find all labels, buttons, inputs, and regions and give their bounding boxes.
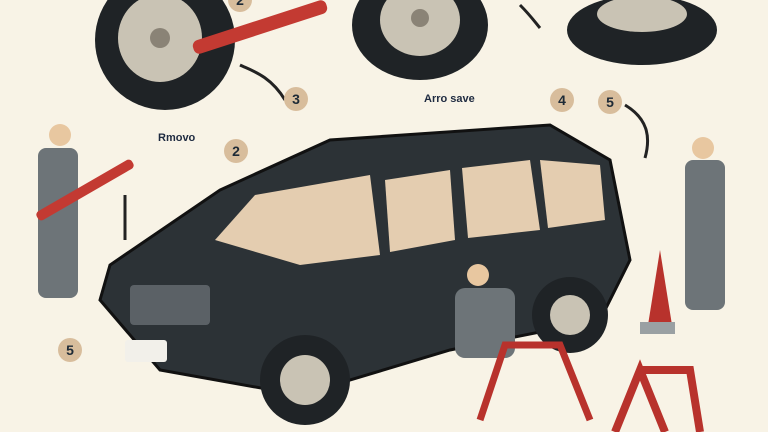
arrow-icon xyxy=(518,3,542,29)
step-badge: 2 xyxy=(228,0,252,12)
step-badge: 5 xyxy=(58,338,82,362)
step-badge: 4 xyxy=(550,88,574,112)
suv-car xyxy=(98,123,632,425)
auto-save-label: Arro save xyxy=(424,93,475,105)
spare-tire xyxy=(567,0,717,65)
tray-icon xyxy=(640,322,675,334)
mechanic-left xyxy=(36,124,134,298)
step-badge: 2 xyxy=(224,139,248,163)
arrow-icon xyxy=(624,103,650,159)
step-badge: 5 xyxy=(598,90,622,114)
tire-with-wrench xyxy=(95,0,328,110)
arrow-icon xyxy=(239,63,287,101)
jack-stand xyxy=(611,359,704,432)
mechanic-right xyxy=(648,137,725,325)
mechanic-kneeling xyxy=(455,264,594,422)
remove-label: Rmovo xyxy=(158,132,196,144)
step-badge: 3 xyxy=(284,87,308,111)
tire xyxy=(352,0,488,80)
